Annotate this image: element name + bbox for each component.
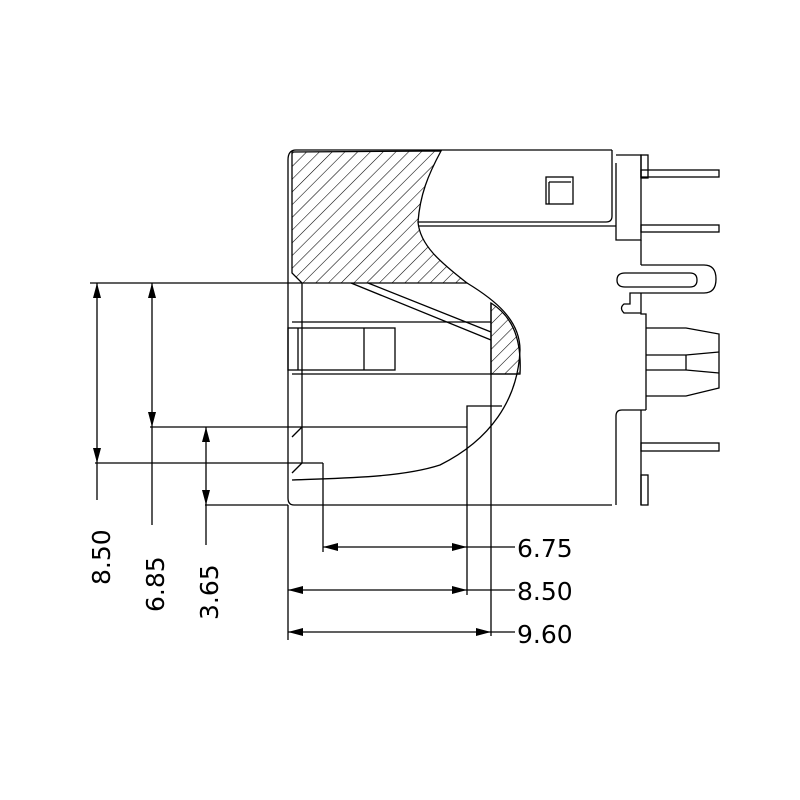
dim-label-vertical-8.50: 8.50 xyxy=(87,529,116,585)
dim-label-horizontal-6.75: 6.75 xyxy=(517,534,573,563)
pin-second xyxy=(640,224,720,233)
hatched-section-top xyxy=(291,150,469,284)
dim-label-horizontal-8.50: 8.50 xyxy=(517,577,573,606)
dimensions: 8.50 6.85 3.65 6.75 8.50 9.60 xyxy=(87,282,573,649)
pin-top xyxy=(640,169,720,178)
body-outline xyxy=(287,149,616,636)
dim-label-vertical-6.85: 6.85 xyxy=(141,556,170,612)
dimension-arrows xyxy=(93,283,491,636)
right-flange-and-pins xyxy=(615,154,720,506)
pin-bottom xyxy=(640,442,720,452)
dim-label-horizontal-9.60: 9.60 xyxy=(517,620,573,649)
hatched-section-side xyxy=(490,301,521,375)
dim-label-vertical-3.65: 3.65 xyxy=(195,564,224,620)
